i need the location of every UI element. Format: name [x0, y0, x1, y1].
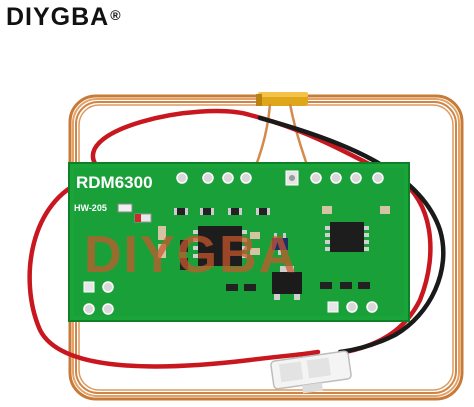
header-pins-top [285, 170, 384, 186]
main-chip [193, 226, 247, 266]
board-model-label: RDM6300 [76, 173, 153, 192]
header-pins-left [83, 281, 114, 315]
transistor [272, 233, 288, 255]
smd-components [117, 203, 390, 291]
connector-plug-icon [270, 350, 352, 394]
brand-name: DIYGBA [6, 3, 110, 31]
secondary-chip [325, 222, 369, 252]
coil-tape [256, 92, 308, 106]
brand-logo: DIYGBA® [6, 2, 122, 32]
header-pins-bottom [327, 301, 378, 313]
antenna-pads [176, 172, 252, 184]
board-revision-label: HW-205 [74, 203, 107, 213]
voltage-regulator [272, 266, 302, 300]
registered-mark: ® [110, 7, 122, 23]
brand-watermark: DIYGBA [84, 226, 298, 284]
coil-leads [253, 103, 310, 169]
